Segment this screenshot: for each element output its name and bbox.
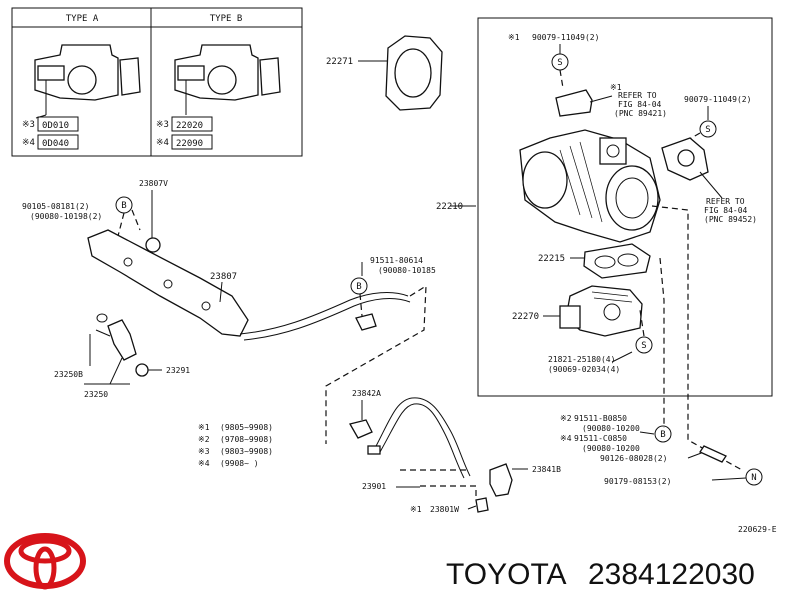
type-b-mark-4: ※4 — [156, 138, 169, 148]
type-b-code-2: 22090 — [176, 139, 203, 149]
legend-range-1: (9805~9908) — [220, 423, 273, 432]
sensor-89421 — [555, 89, 613, 117]
label-23250: 23250 — [84, 390, 108, 399]
throttle-body-frame — [477, 17, 773, 397]
gasket-22271: 22271 — [326, 35, 443, 111]
callout-b-right — [654, 425, 672, 443]
stud-bolt — [699, 445, 727, 463]
refer2-line2: FIG 84-04 — [704, 206, 748, 215]
screw-s-line1: 21821-25180(4) — [548, 355, 615, 364]
type-a-mark-4: ※4 — [22, 138, 35, 148]
clamp-b-line1: 91511-80614 — [370, 256, 423, 265]
label-23807: 23807 — [210, 272, 237, 282]
callout-b-mid — [350, 277, 368, 295]
callout-b-left-letter: B — [121, 201, 126, 211]
legend-range-3: (9803~9908) — [220, 447, 273, 456]
callout-s-top-letter: S — [557, 58, 562, 68]
label-23291: 23291 — [166, 366, 190, 375]
bolt-a-line2: (90080-10198(2) — [30, 212, 102, 221]
callout-n — [745, 468, 763, 486]
cap-23807V — [145, 237, 161, 253]
legend-mark-1: ※1 — [198, 423, 210, 432]
type-box-table: TYPE A TYPE B ※3 0D010 ※4 0D040 ※3 22 — [11, 7, 303, 157]
callout-b-mid-letter: B — [356, 282, 361, 292]
refer1-line1: REFER TO — [618, 91, 657, 100]
type-a-sensor-drawing — [34, 44, 141, 119]
label-23807V: 23807V — [139, 179, 168, 188]
idle-air-valve-22270 — [559, 285, 643, 337]
legend-range-4: (9908~ ) — [220, 459, 259, 468]
type-a-title: TYPE A — [66, 14, 99, 24]
type-b-mark-3: ※3 — [156, 120, 169, 130]
fuel-hose-23901 — [367, 397, 477, 500]
nut-part-number: 90179-08153(2) — [604, 477, 671, 486]
label-23801W: 23801W — [430, 505, 459, 514]
diagram-code: 220629-E — [738, 525, 777, 534]
refer1-line3: (PNC 89421) — [614, 109, 667, 118]
callout-n-letter: N — [751, 473, 756, 483]
type-a-code-1: 0D010 — [42, 121, 69, 131]
refer1-mark: ※1 — [610, 83, 622, 92]
throttle-body-22210 — [519, 129, 661, 243]
label-22270: 22270 — [512, 312, 539, 322]
clamp-bracket — [355, 313, 377, 331]
fuel-delivery-pipe-23807 — [87, 229, 411, 341]
applicability-legend: ※1 (9805~9908) ※2 (9708~9908) ※3 (9803~9… — [198, 423, 273, 468]
legend-range-2: (9708~9908) — [220, 435, 273, 444]
s1-hose-mark: ※1 — [410, 505, 422, 514]
s1a-mark: ※1 — [508, 33, 520, 42]
label-22271: 22271 — [326, 57, 353, 67]
grommet-23291 — [135, 363, 149, 377]
s2-mark: ※2 — [560, 414, 572, 423]
label-23901: 23901 — [362, 482, 386, 491]
refer2-line3: (PNC 89452) — [704, 215, 757, 224]
callout-s-bottom-letter: S — [641, 341, 646, 351]
bolt-a-line1: 90105-08181(2) — [22, 202, 89, 211]
injector-23250 — [95, 313, 137, 361]
legend-mark-2: ※2 — [198, 435, 210, 444]
type-b-code-1: 22020 — [176, 121, 203, 131]
legend-mark-4: ※4 — [198, 459, 210, 468]
type-b-title: TYPE B — [210, 14, 243, 24]
s4-mark: ※4 — [560, 434, 572, 443]
sensor-89452 — [661, 137, 723, 199]
brand-part-number: 2384122030 — [588, 558, 755, 591]
s1a-part-number: 90079-11049(2) — [532, 33, 599, 42]
callout-s-right-letter: S — [705, 125, 710, 135]
label-23841B: 23841B — [532, 465, 561, 474]
type-a-code-2: 0D040 — [42, 139, 69, 149]
s-top-right-part-number: 90079-11049(2) — [684, 95, 751, 104]
refer2-line1: REFER TO — [706, 197, 745, 206]
label-23250B: 23250B — [54, 370, 83, 379]
toyota-logo — [4, 533, 86, 590]
clip-23842A — [349, 419, 373, 439]
clamp-b-line2: (90080-10185 — [378, 266, 436, 275]
s2-alt-number: (90080-10200 — [582, 424, 640, 433]
stud-part-number: 90126-08028(2) — [600, 454, 667, 463]
type-b-sensor-drawing — [174, 44, 281, 115]
s4-alt-number: (90080-10200 — [582, 444, 640, 453]
brand-name: TOYOTA — [446, 558, 567, 591]
screw-s-line2: (90069-02034(4) — [548, 365, 620, 374]
s4-part-number: 91511-C0850 — [574, 434, 627, 443]
callout-b-right-letter: B — [660, 430, 665, 440]
callout-s-bottom — [635, 336, 653, 354]
gasket-22215 — [583, 243, 651, 279]
label-23842A: 23842A — [352, 389, 381, 398]
bracket-23841B — [489, 463, 513, 497]
legend-mark-3: ※3 — [198, 447, 210, 456]
label-22210: 22210 — [436, 202, 463, 212]
callout-s-right — [699, 120, 717, 138]
refer1-line2: FIG 84-04 — [618, 100, 662, 109]
label-22215: 22215 — [538, 254, 565, 264]
type-a-mark-3: ※3 — [22, 120, 35, 130]
s2-part-number: 91511-B0850 — [574, 414, 627, 423]
clip-23801W — [475, 497, 489, 513]
